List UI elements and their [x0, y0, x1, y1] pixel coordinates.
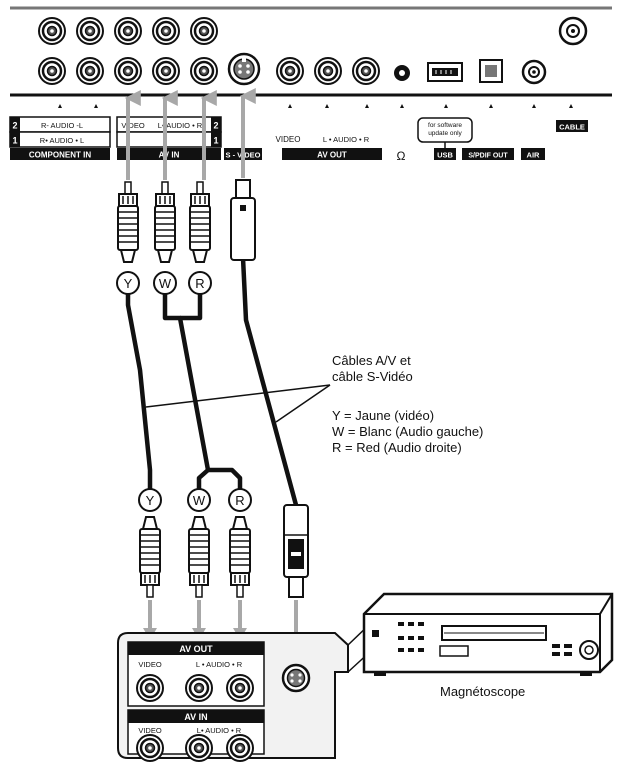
white-cable: [162, 290, 211, 494]
vcr-av-out-audio-label: L • AUDIO • R: [196, 660, 243, 669]
usb-label: USB: [437, 151, 453, 160]
spdif-optical-port: [479, 59, 503, 83]
av-in-number-bottom: 1: [213, 136, 218, 146]
av-in-label-block: 2 1 VIDEO L• AUDIO • R AV IN: [116, 116, 222, 160]
component-row1-number: 1: [12, 136, 17, 146]
top-red-badge: R: [195, 276, 204, 291]
tv-s-video-plug: [230, 179, 256, 261]
legend-title-line1: Câbles A/V et: [332, 353, 411, 368]
headphone-icon: Ω: [397, 149, 406, 163]
vcr-av-in-label: AV IN: [184, 712, 207, 722]
software-note-block: for software update only: [417, 117, 473, 148]
s-video-cable: [240, 257, 299, 506]
legend-leaders: [145, 384, 331, 423]
vcr-av-out-video-label: VIDEO: [138, 660, 162, 669]
tv-jack-row-top: [37, 16, 219, 46]
spdif-label-block: S/PDIF OUT: [462, 148, 514, 160]
tv-av-out-video-label: VIDEO: [276, 135, 301, 144]
vcr-av-out-label: AV OUT: [179, 644, 213, 654]
red-cable: [180, 290, 243, 494]
vcr-s-video-plug: [283, 504, 309, 598]
av-in-audio-label: L• AUDIO • R: [158, 121, 203, 130]
bottom-yellow-badge: Y: [146, 493, 155, 508]
component-row1-audio-label: R• AUDIO • L: [40, 136, 84, 145]
software-note: for software update only: [428, 122, 462, 137]
tv-connection-arrows: [124, 88, 256, 180]
vcr-av-in-audio-label: L• AUDIO • R: [197, 726, 242, 735]
usb-port: [427, 62, 463, 82]
cable-label-block: CABLE: [556, 120, 588, 132]
air-label-block: AIR: [521, 148, 545, 160]
top-yellow-badge: Y: [124, 276, 133, 291]
panel-markers: [58, 104, 573, 108]
tv-av-out-label: AV OUT: [317, 151, 347, 160]
component-in-label-block: 2 1 R- AUDIO -L R• AUDIO • L COMPONENT I…: [9, 116, 111, 160]
tv-rca-plugs: [117, 181, 211, 263]
legend-title-line2: câble S-Vidéo: [332, 369, 413, 384]
tv-rear-panel: 2 1 R- AUDIO -L R• AUDIO • L COMPONENT I…: [9, 6, 612, 163]
av-in-number-top: 2: [213, 121, 218, 131]
tv-av-out-label-block: VIDEO L • AUDIO • R AV OUT: [276, 135, 382, 160]
vcr-caption: Magnétoscope: [440, 684, 525, 699]
legend-line-r: R = Red (Audio droite): [332, 440, 462, 455]
yellow-cable: [125, 290, 153, 494]
tv-av-out-jacks: [275, 56, 381, 86]
tv-jack-row-bottom: [37, 56, 219, 86]
tv-av-out-audio-label: L • AUDIO • R: [323, 135, 370, 144]
vcr-device: [362, 592, 614, 676]
top-plug-badges: Y W R: [116, 271, 212, 295]
bottom-plug-badges: Y W R: [138, 488, 252, 512]
top-white-badge: W: [159, 276, 172, 291]
av-in-video-label: VIDEO: [121, 121, 145, 130]
headphone-jack: [394, 65, 410, 81]
av-cables: [125, 290, 243, 494]
component-in-label: COMPONENT IN: [29, 151, 91, 160]
vcr-rca-plugs: [139, 516, 251, 598]
air-antenna-jack: [521, 59, 547, 85]
component-row2-number: 2: [12, 121, 17, 131]
bottom-red-badge: R: [235, 493, 244, 508]
component-row2-audio-label: R- AUDIO -L: [41, 121, 83, 130]
spdif-label: S/PDIF OUT: [468, 153, 508, 160]
cable-antenna-jack: [558, 16, 588, 46]
bottom-white-badge: W: [193, 493, 206, 508]
av-in-label: AV IN: [159, 151, 180, 160]
cable-label: CABLE: [559, 123, 585, 132]
legend: Câbles A/V et câble S-Vidéo Y = Jaune (v…: [332, 353, 483, 455]
vcr-av-in-video-label: VIDEO: [138, 726, 162, 735]
tv-s-video-jack: [227, 52, 261, 86]
legend-line-w: W = Blanc (Audio gauche): [332, 424, 483, 439]
usb-label-block: USB: [434, 148, 456, 160]
legend-line-y: Y = Jaune (vidéo): [332, 408, 434, 423]
air-label: AIR: [527, 151, 541, 160]
vcr-rear-panel: AV OUT VIDEO L • AUDIO • R AV IN VIDEO L…: [117, 632, 349, 763]
